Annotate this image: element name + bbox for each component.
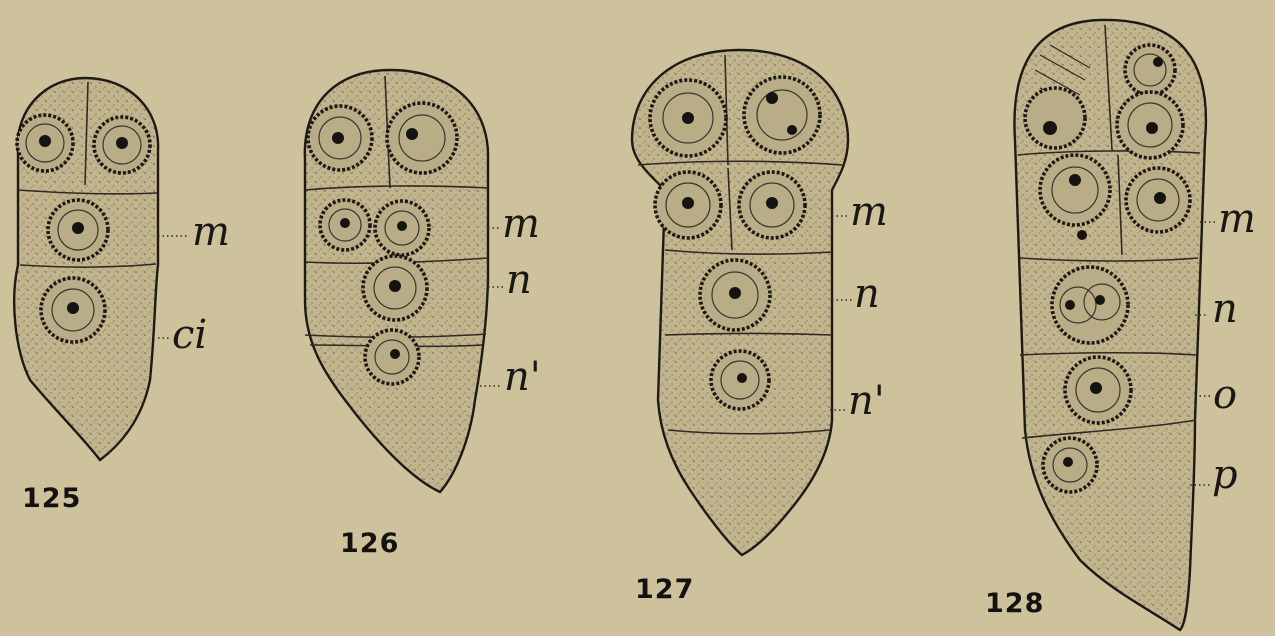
figure-125: m ci 125 [14, 78, 230, 514]
nucleus [650, 80, 726, 156]
label-m: m [502, 201, 540, 247]
figure-number: 128 [985, 588, 1044, 619]
nucleus [320, 200, 370, 250]
label-m: m [1218, 196, 1256, 242]
nucleus [711, 351, 769, 409]
figure-number: 126 [340, 528, 399, 559]
figure-128: m n o p 128 [985, 20, 1256, 630]
nucleus [308, 106, 372, 170]
figure-126: m n n' 126 [305, 70, 541, 559]
label-m: m [850, 189, 888, 235]
nucleus [739, 172, 805, 238]
nucleus [365, 330, 419, 384]
figure-number: 127 [635, 574, 694, 605]
nucleus [48, 200, 108, 260]
label-ci: ci [172, 312, 207, 358]
nucleus [375, 201, 429, 255]
nucleus [1117, 92, 1183, 158]
nucleus [1025, 88, 1085, 148]
label-n: n [854, 271, 880, 317]
label-n-prime: n' [848, 378, 885, 424]
nucleus [744, 77, 820, 153]
nucleus [41, 278, 105, 342]
figure-number: 125 [22, 483, 81, 514]
nucleus [363, 256, 427, 320]
nucleus [387, 103, 457, 173]
label-m: m [192, 209, 230, 255]
nucleus [700, 260, 770, 330]
label-n: n [506, 257, 532, 303]
nucleus [17, 115, 73, 171]
label-o: o [1213, 372, 1237, 418]
nucleus [655, 172, 721, 238]
nucleus [1043, 438, 1097, 492]
label-n-prime: n' [504, 354, 541, 400]
nucleus [1052, 267, 1128, 343]
nucleus [1125, 45, 1175, 95]
label-p: p [1212, 452, 1238, 498]
nucleus [1065, 357, 1131, 423]
nucleus [94, 117, 150, 173]
figure-127: m n n' 127 [632, 50, 888, 605]
nucleus [1126, 168, 1190, 232]
label-n: n [1212, 286, 1238, 332]
